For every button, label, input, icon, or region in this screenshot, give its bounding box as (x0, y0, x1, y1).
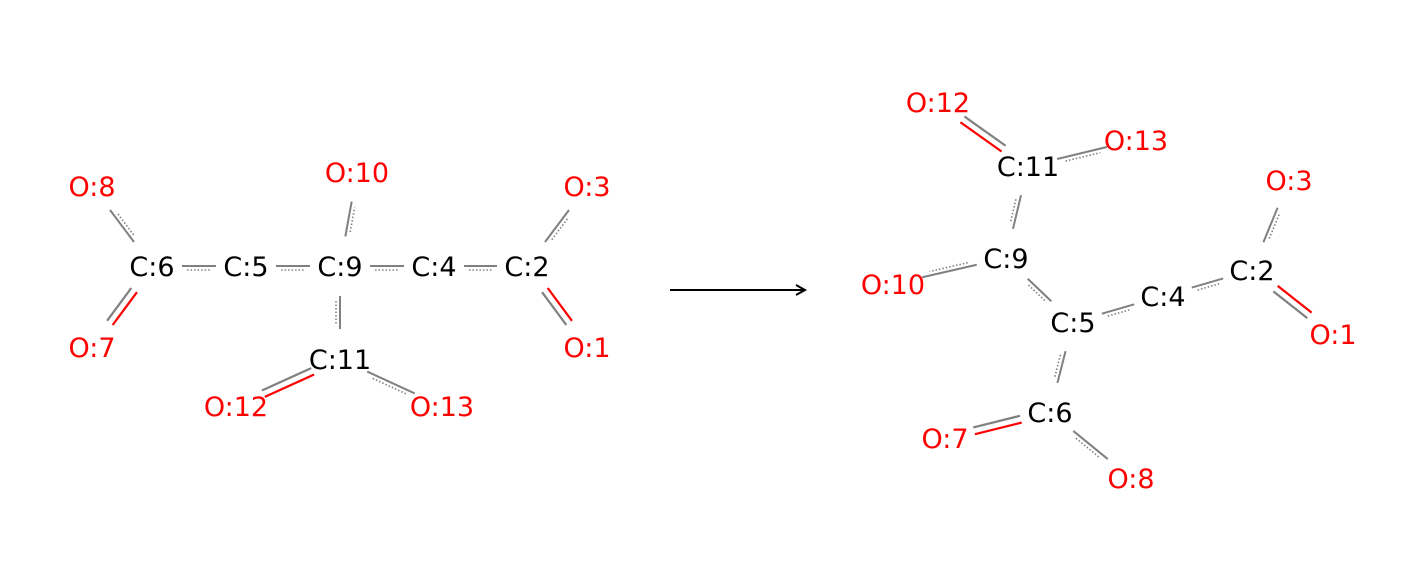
bond-line (264, 373, 315, 398)
product-atom-c5-label: C:5 (1050, 308, 1095, 339)
product-atom-o8-label: O:8 (1107, 464, 1154, 495)
product-bond-c5-c6 (1053, 350, 1067, 384)
bond-line (1012, 194, 1022, 230)
reactant-bond-c6-o7 (106, 287, 138, 326)
product-bond-c11-o12 (959, 115, 1007, 153)
reactant-atom-c6-label: C:6 (129, 252, 174, 283)
reactant-atom-o7-label: O:7 (68, 333, 115, 364)
reactant-atom-o13-label: O:13 (410, 392, 474, 423)
product-bond-c11-c9 (1009, 194, 1022, 230)
reactant-atom-c9-label: C:9 (317, 252, 362, 283)
bond-line (1056, 350, 1067, 384)
bond-line (974, 421, 1022, 436)
reactant-atom-o1-label: O:1 (563, 333, 610, 364)
reactant-atom-c4-label: C:4 (411, 252, 456, 283)
product-atom-c11-label: C:11 (997, 152, 1059, 183)
reactant-bond-c9-o10 (344, 201, 356, 237)
bond-line (1027, 277, 1052, 303)
bond-line (106, 287, 133, 322)
reactant-atom-c2-label: C:2 (504, 252, 549, 283)
bond-aromatic-dash (929, 261, 968, 273)
bond-aromatic-dash (1027, 284, 1046, 302)
reactant-bond-c9-c4 (370, 265, 404, 271)
bond-line (1101, 303, 1135, 315)
product-atom-c9-label: C:9 (983, 244, 1028, 275)
bond-line (544, 209, 570, 243)
bond-line (111, 291, 138, 326)
bond-aromatic-dash (349, 207, 356, 233)
bond-line (541, 291, 568, 326)
product-bond-c2-o3 (1262, 207, 1280, 243)
bond-aromatic-dash (1107, 308, 1131, 317)
reactant-bond-c6-c5 (182, 265, 216, 271)
bond-aromatic-dash (551, 216, 570, 241)
reactant-bond-c5-c9 (276, 265, 310, 271)
reactant-atom-o8-label: O:8 (68, 172, 115, 203)
bond-line (546, 287, 573, 322)
bond-line (959, 121, 1003, 153)
bond-aromatic-dash (1065, 151, 1101, 162)
bond-aromatic-dash (1053, 354, 1062, 378)
bond-aromatic-dash (1009, 199, 1017, 224)
reactant-bond-c2-o1 (541, 287, 573, 326)
reactant-bonds (106, 201, 573, 398)
product-bond-c4-c2 (1191, 277, 1224, 291)
bond-line (1262, 207, 1279, 243)
bond-line (1056, 146, 1108, 160)
product-atom-c6-label: C:6 (1027, 398, 1072, 429)
product-atom-o10-label: O:10 (861, 270, 925, 301)
bond-line (973, 414, 1021, 429)
product-atom-c4-label: C:4 (1140, 282, 1185, 313)
bond-line (963, 115, 1007, 147)
product-bond-c9-o10 (922, 261, 977, 279)
product-bond-c9-c5 (1027, 277, 1052, 303)
reactant-atoms: C:6 C:5 C:9 C:4 C:2C:11 O:8O:7 O:10 O:3O:1O:12 O… (68, 158, 610, 423)
bond-line (922, 263, 977, 279)
product-bonds (922, 115, 1313, 460)
bond-line (1272, 290, 1308, 320)
bond-aromatic-dash (372, 377, 407, 395)
bond-line (366, 370, 416, 395)
product-atom-o7-label: O:7 (921, 424, 968, 455)
reaction-arrow-head (795, 284, 808, 296)
reactant-bond-c11-o13 (366, 370, 416, 395)
reaction-arrow (670, 284, 808, 296)
reactant-bond-c4-c2 (464, 265, 497, 271)
bond-aromatic-dash (1075, 437, 1101, 459)
product-bond-c5-c4 (1101, 303, 1135, 317)
product-bond-c11-o13 (1056, 146, 1108, 162)
product-atom-o12-label: O:12 (906, 88, 970, 119)
product-bond-c6-o7 (973, 414, 1022, 436)
bond-line (1191, 277, 1224, 289)
bond-line (344, 201, 353, 237)
reactant-atom-o3-label: O:3 (563, 172, 610, 203)
bond-line (261, 367, 312, 392)
bond-aromatic-dash (1268, 214, 1280, 239)
reactant-bond-c11-o12 (261, 367, 315, 398)
product-atom-c2-label: C:2 (1229, 256, 1274, 287)
bond-line (1072, 430, 1109, 460)
reactant-bond-c9-c11 (335, 296, 341, 329)
reactant-molecule: C:6 C:5 C:9 C:4 C:2C:11 O:8O:7 O:10 O:3O:1O:12 O… (68, 158, 610, 423)
product-atoms: O:12C:11 O:13O:3C:9O:10 C:2C:4C:5 O:1C:6O:7… (861, 88, 1357, 495)
product-molecule: O:12C:11 O:13O:3C:9O:10 C:2C:4C:5 O:1C:6O:7… (861, 88, 1357, 495)
reactant-atom-c11-label: C:11 (309, 345, 371, 376)
reactant-bond-c2-o3 (544, 209, 570, 243)
bond-aromatic-dash (1197, 282, 1220, 291)
bond-line (1277, 284, 1313, 314)
reactant-atom-o12-label: O:12 (204, 392, 268, 423)
product-bond-c6-o8 (1072, 430, 1109, 460)
bond-line (109, 209, 135, 243)
reactant-bond-c6-o8 (109, 209, 135, 243)
bond-aromatic-dash (116, 211, 135, 236)
reactant-atom-o10-label: O:10 (325, 158, 389, 189)
reactant-atom-c5-label: C:5 (223, 252, 268, 283)
product-bond-c2-o1 (1272, 284, 1313, 320)
product-atom-o13-label: O:13 (1104, 126, 1168, 157)
product-atom-o1-label: O:1 (1309, 320, 1356, 351)
product-atom-o3-label: O:3 (1265, 166, 1312, 197)
